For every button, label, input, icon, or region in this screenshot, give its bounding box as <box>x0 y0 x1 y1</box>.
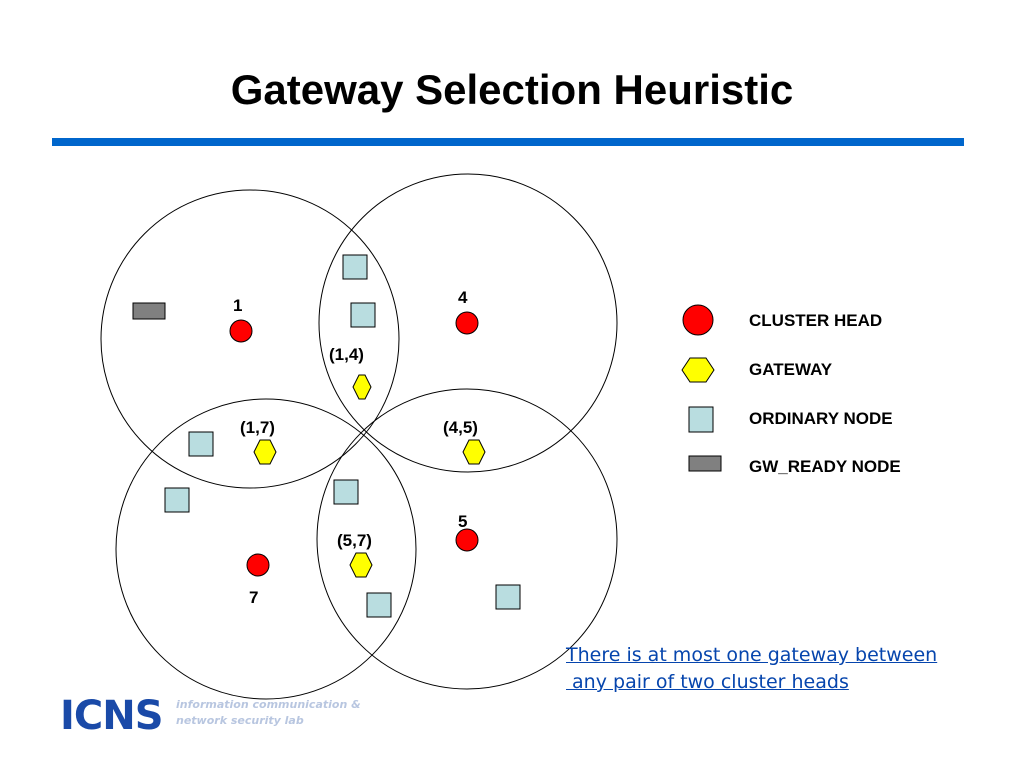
gateway-1-7 <box>253 439 277 465</box>
gateway-rule-line-2: any pair of two cluster heads <box>566 671 849 693</box>
icns-logo: ICNS <box>60 693 164 739</box>
gateway-rule-link[interactable]: There is at most one gateway between any… <box>566 642 1018 696</box>
gw-ready-node <box>132 302 166 320</box>
ordinary-node <box>366 592 392 618</box>
ordinary-node <box>164 487 190 513</box>
cluster-head-5 <box>455 528 479 552</box>
cluster-label-5: 5 <box>458 512 467 531</box>
gateway-label-5-7: (5,7) <box>337 531 372 550</box>
coverage-circle-1 <box>100 189 400 489</box>
icns-tagline-line-1: information communication & <box>176 698 361 711</box>
ordinary-node <box>495 584 521 610</box>
coverage-circle-5 <box>316 388 618 690</box>
gateway-label-1-7: (1,7) <box>240 418 275 437</box>
gateway-4-5 <box>462 439 486 465</box>
legend: CLUSTER HEAD GATEWAY ORDINARY NODE GW_RE… <box>681 304 901 476</box>
cluster-label-7: 7 <box>249 588 258 607</box>
cluster-head-7 <box>246 553 270 577</box>
legend-ordinary-node-icon <box>688 406 714 433</box>
gateway-rule-line-1: There is at most one gateway between <box>566 644 938 666</box>
cluster-head-1 <box>229 319 253 343</box>
gateway-5-7 <box>349 552 373 578</box>
coverage-circle-7 <box>115 398 417 700</box>
ordinary-node <box>333 479 359 505</box>
legend-label-cluster-head: CLUSTER HEAD <box>749 311 882 330</box>
cluster-label-4: 4 <box>458 288 468 307</box>
gateway-label-1-4: (1,4) <box>329 345 364 364</box>
legend-label-gw-ready-node: GW_READY NODE <box>749 457 901 476</box>
cluster-label-1: 1 <box>233 296 242 315</box>
coverage-circles <box>100 173 618 700</box>
cluster-heads <box>229 311 479 577</box>
icns-tagline-line-2: network security lab <box>176 714 304 727</box>
legend-label-gateway: GATEWAY <box>749 360 833 379</box>
legend-cluster-head-icon <box>682 304 714 336</box>
ordinary-node <box>188 431 214 457</box>
cluster-head-4 <box>455 311 479 335</box>
legend-gw-ready-node-icon <box>688 455 722 472</box>
legend-gateway-icon <box>681 357 715 383</box>
ordinary-node <box>350 302 376 328</box>
page-title: Gateway Selection Heuristic <box>230 66 794 113</box>
ordinary-nodes <box>164 254 521 618</box>
legend-label-ordinary-node: ORDINARY NODE <box>749 409 893 428</box>
gateway-1-4 <box>352 374 372 400</box>
gateway-label-4-5: (4,5) <box>443 418 478 437</box>
gateways <box>253 374 486 578</box>
coverage-circle-4 <box>318 173 618 473</box>
icns-tagline: information communication & network secu… <box>176 697 361 729</box>
title-underline <box>52 138 964 146</box>
ordinary-node <box>342 254 368 280</box>
